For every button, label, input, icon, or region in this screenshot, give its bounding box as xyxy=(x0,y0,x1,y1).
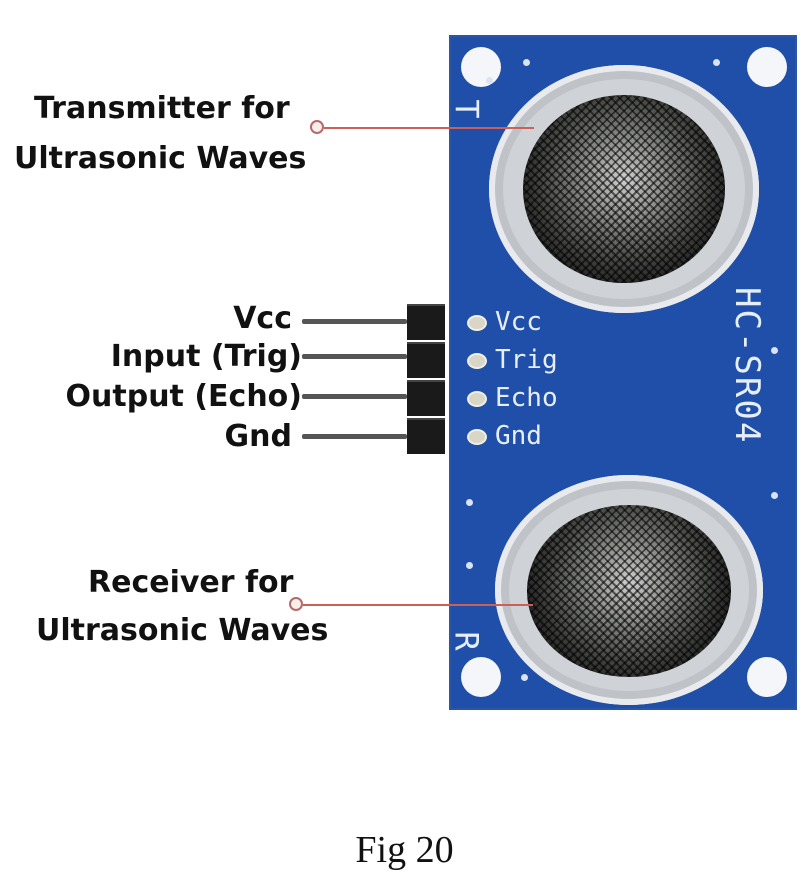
receiver-mesh xyxy=(527,505,731,677)
transmitter-mark: T xyxy=(447,99,486,119)
pin-label-echo: Output (Echo) xyxy=(65,379,302,414)
via-dot xyxy=(771,347,778,354)
receiver-callout-line1: Receiver for xyxy=(88,565,294,600)
pin-echo xyxy=(302,394,407,399)
via-dot xyxy=(523,59,530,66)
via-dot xyxy=(771,492,778,499)
silk-gnd: Gnd xyxy=(495,421,542,451)
silk-echo: Echo xyxy=(495,383,558,413)
transmitter-callout-line1: Transmitter for xyxy=(34,91,290,126)
via-dot xyxy=(521,674,528,681)
callout-anchor-icon xyxy=(310,120,324,134)
solder-pad xyxy=(467,391,487,407)
pin-header-gnd xyxy=(407,418,445,454)
mounting-hole xyxy=(747,657,787,697)
pin-vcc xyxy=(302,319,407,324)
via-dot xyxy=(486,77,493,84)
receiver-sensor xyxy=(495,475,763,705)
pin-header-vcc xyxy=(407,304,445,340)
mounting-hole xyxy=(461,657,501,697)
receiver-callout-line2: Ultrasonic Waves xyxy=(36,613,329,648)
solder-pad xyxy=(467,353,487,369)
silk-vcc: Vcc xyxy=(495,307,542,337)
hc-sr04-board: T R HC-SR04 Vcc Trig Echo Gnd xyxy=(447,35,797,710)
pin-gnd xyxy=(302,434,407,439)
transmitter-sensor xyxy=(489,65,759,313)
solder-pad xyxy=(467,429,487,445)
figure-caption: Fig 20 xyxy=(355,829,454,871)
transmitter-mesh xyxy=(523,95,725,283)
mounting-hole xyxy=(747,47,787,87)
receiver-callout-line xyxy=(303,604,533,606)
pin-header-trig xyxy=(407,342,445,378)
via-dot xyxy=(466,562,473,569)
transmitter-callout-line2: Ultrasonic Waves xyxy=(14,141,307,176)
solder-pad xyxy=(467,315,487,331)
pin-trig xyxy=(302,354,407,359)
pin-label-trig: Input (Trig) xyxy=(110,339,302,374)
pin-label-vcc: Vcc xyxy=(233,301,292,336)
model-label: HC-SR04 xyxy=(727,287,767,445)
pin-header-echo xyxy=(407,380,445,416)
mounting-hole xyxy=(461,47,501,87)
receiver-mark: R xyxy=(447,631,486,651)
via-dot xyxy=(713,59,720,66)
via-dot xyxy=(466,499,473,506)
callout-anchor-icon xyxy=(289,597,303,611)
transmitter-callout-line xyxy=(324,127,534,129)
pin-label-gnd: Gnd xyxy=(224,419,292,454)
silk-trig: Trig xyxy=(495,345,558,375)
